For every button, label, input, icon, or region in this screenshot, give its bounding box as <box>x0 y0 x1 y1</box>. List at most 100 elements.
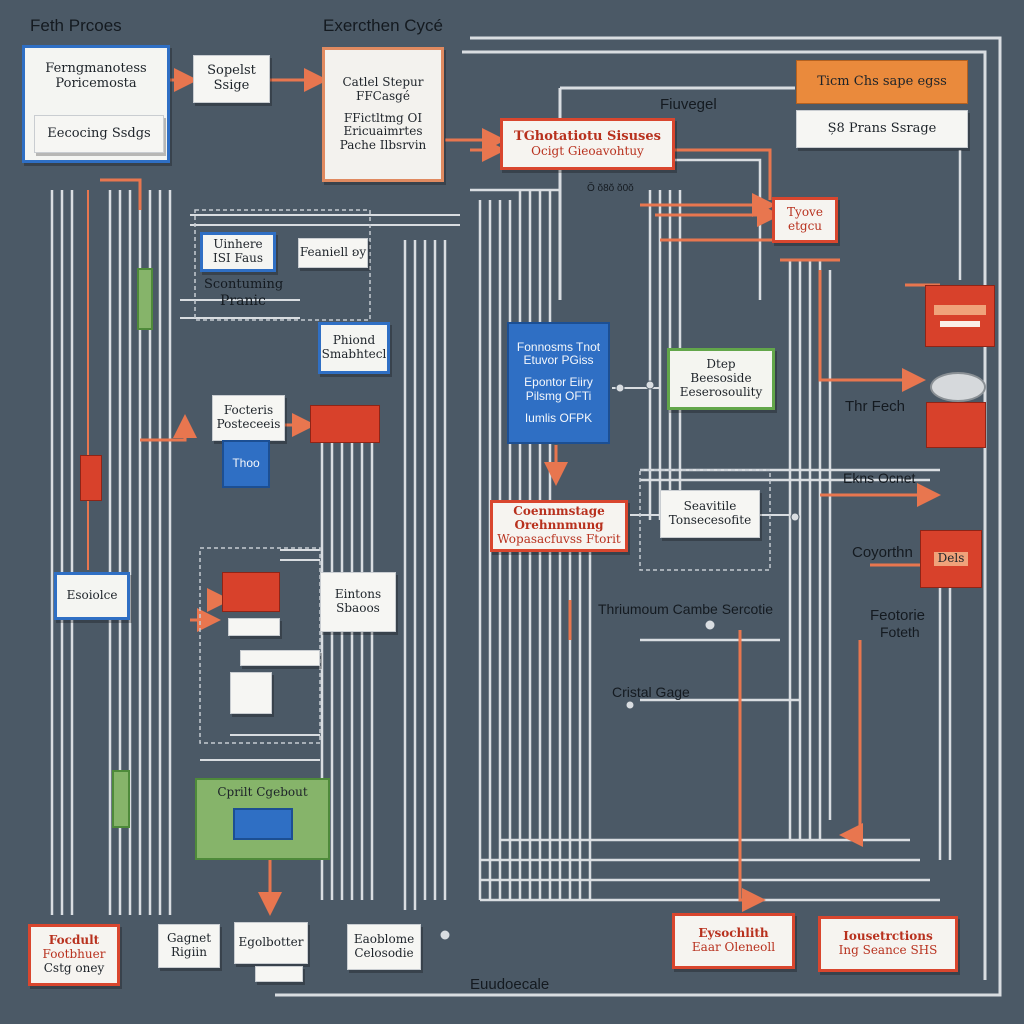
dels-label: Dels <box>933 551 969 566</box>
right-red-module-2 <box>926 402 986 448</box>
focdult-line2: Footbhuer <box>42 947 106 962</box>
horizontal-connectors <box>180 214 790 761</box>
middle-white-card <box>230 672 272 714</box>
pranstorage-box: Ș8 Prans Ssrage <box>796 110 968 148</box>
egolbotter-box: Egolbotter <box>234 922 308 964</box>
pranic-label: Pranic <box>220 293 266 309</box>
dels-module: Dels <box>920 530 982 588</box>
sopelst-box: Sopelst Ssige <box>193 55 270 103</box>
dtep-line2: Beesoside <box>690 371 752 386</box>
thoo-label: Thoo <box>232 456 260 471</box>
thrintum-cambe-label: Thriumoum Cambe Sercotie <box>598 601 774 617</box>
tyove-line2: etgcu <box>787 219 823 233</box>
dtep-beesoside-box: Dtep Beesoside Eeserosoulity <box>667 348 775 410</box>
iousetrctions-line1: Iousetrctions <box>843 929 933 944</box>
red-connector-block <box>310 405 380 443</box>
fonnosms-line1: Fonnosms Tnot <box>516 339 601 354</box>
middle-red-arrow-block <box>222 572 280 612</box>
eysochlith-line2: Eaar Oleneoll <box>691 940 776 954</box>
seavitile-line1: Seavitile <box>683 499 737 514</box>
left-green-tab-2 <box>112 770 130 828</box>
the-fech-label: Thr Fech <box>845 398 906 415</box>
uinhere-box: Uinhere ISI Faus <box>200 232 276 272</box>
phiond-line1: Phiond <box>332 333 376 348</box>
catlel-line4: Ericuaimrtes <box>343 124 423 139</box>
tyove-line1: Tyove <box>787 205 823 220</box>
fonnosms-line4: Pilsmg OFTi <box>525 388 592 403</box>
executing-stage-box: Eecocing Ssdgs <box>34 115 164 153</box>
module-1-bar <box>940 321 980 327</box>
dotted-frames <box>194 209 771 744</box>
coennm-line1: Coennmstage <box>513 504 605 519</box>
data-flow-arrows <box>87 68 941 916</box>
eaoblome-line1: Eaoblome <box>353 932 415 947</box>
dtep-line1: Dtep <box>706 357 736 372</box>
cprilt-label: Cprilt Cgebout <box>217 785 308 799</box>
thoroutino-line1: TGhotatiotu Sisuses <box>514 128 661 144</box>
gagnet-box: Gagnet Rigiin <box>158 924 220 968</box>
focdult-box: Focdult Footbhuer Cstg oney <box>28 924 120 986</box>
eysochlith-box: Eysochlith Eaar Oleneoll <box>672 913 795 969</box>
module-1-strip <box>934 305 986 315</box>
tyove-etgcu-box: Tyove etgcu <box>772 197 838 243</box>
fiuregel-label: Fiuvegel <box>660 96 717 113</box>
thoroutino-line2: Ocigt Gieoavohtuy <box>531 143 644 158</box>
uinhere-line1: Uinhere <box>213 237 263 252</box>
cprilt-chip <box>232 807 293 840</box>
feaniell-box: Feaniell ʚy <box>298 238 368 268</box>
catlel-line5: Pache Ilbsrvin <box>339 138 427 153</box>
eintons-line2: Sbaoos <box>336 601 380 615</box>
cprilt-cgebout-panel: Cprilt Cgebout <box>195 778 330 860</box>
catlel-line2: FFCasgé <box>356 88 410 103</box>
scontuming-label: Scontuming <box>204 277 284 292</box>
fonnosms-blue-panel: Fonnosms Tnot Etuvor PGiss Epontor Eiiry… <box>507 322 610 444</box>
fetch-process-box-line1: Ferngmanotess <box>45 61 147 76</box>
thoroutino-stages-box: TGhotatiotu Sisuses Ocigt Gieoavohtuy <box>500 118 675 170</box>
euudoecale-label: Euudoecale <box>470 976 550 993</box>
focdult-line1: Focdult <box>48 933 100 948</box>
esoiolce-label: Esoiolce <box>66 588 118 603</box>
middle-white-panel <box>240 650 320 666</box>
egolbotter-label: Egolbotter <box>238 935 304 950</box>
feotorie-label: Feotorie <box>870 607 926 624</box>
thoo-chip: Thoo <box>222 440 270 488</box>
esoiolce-box: Esoiolce <box>54 572 130 620</box>
ekns-ocnet-label: Ekns Ocnet <box>843 470 916 486</box>
middle-white-strip <box>228 618 280 636</box>
phiond-line2: Smabhtecl <box>321 347 387 361</box>
dtep-line3: Eeserosoulity <box>679 384 763 399</box>
coyorthn-label: Coyorthn <box>852 544 913 561</box>
gagnet-line2: Rigiin <box>171 945 207 959</box>
phiond-box: Phiond Smabhtecl <box>318 322 390 374</box>
focteris-line1: Focteris <box>223 403 274 418</box>
gagnet-line1: Gagnet <box>166 931 212 946</box>
fonnosms-line5: Iumlis OFPK <box>524 410 593 425</box>
fonnosms-line3: Epontor Eiiry <box>524 375 593 390</box>
coennm-line2: Orehnnmung <box>514 518 604 533</box>
feotorie-sub-label: Foteth <box>880 624 920 640</box>
thin-clas-box: Ticm Chs sape egss <box>796 60 968 104</box>
left-green-tab <box>137 268 153 330</box>
focteris-box: Focteris Posteceeis <box>212 395 285 441</box>
uinhere-line2: ISI Faus <box>212 251 264 265</box>
thin-clas-label: Ticm Chs sape egss <box>817 73 947 89</box>
focdult-line3: Cstg oney <box>43 960 105 975</box>
executing-stage-label: Eecocing Ssdgs <box>47 125 151 141</box>
seavitile-line2: Tonsecesofite <box>668 513 752 527</box>
eaoblome-line2: Celosodie <box>354 946 414 960</box>
fonnosms-line2: Etuvor PGiss <box>523 353 594 368</box>
egolbotter-base <box>255 966 303 982</box>
right-cylinder <box>930 372 986 402</box>
left-red-component <box>80 455 102 501</box>
sopelst-line1: Sopelst <box>207 63 256 79</box>
seavitile-box: Seavitile Tonsecesofite <box>660 490 760 538</box>
feaniell-label: Feaniell ʚy <box>299 245 367 260</box>
sopelst-line2: Ssige <box>213 78 250 93</box>
cruistal-gage-label: Cristal Gage <box>612 684 690 700</box>
eaoblome-box: Eaoblome Celosodie <box>347 924 421 970</box>
middle-left-bus <box>320 240 447 910</box>
iousetrctions-box: Iousetrctions Ing Seance SHS <box>818 916 958 972</box>
execution-cycle-heading: Exercthen Cycé <box>323 16 443 35</box>
fetch-process-box-line2: Poricemosta <box>55 75 137 91</box>
pranstorage-label: Ș8 Prans Ssrage <box>827 120 937 136</box>
